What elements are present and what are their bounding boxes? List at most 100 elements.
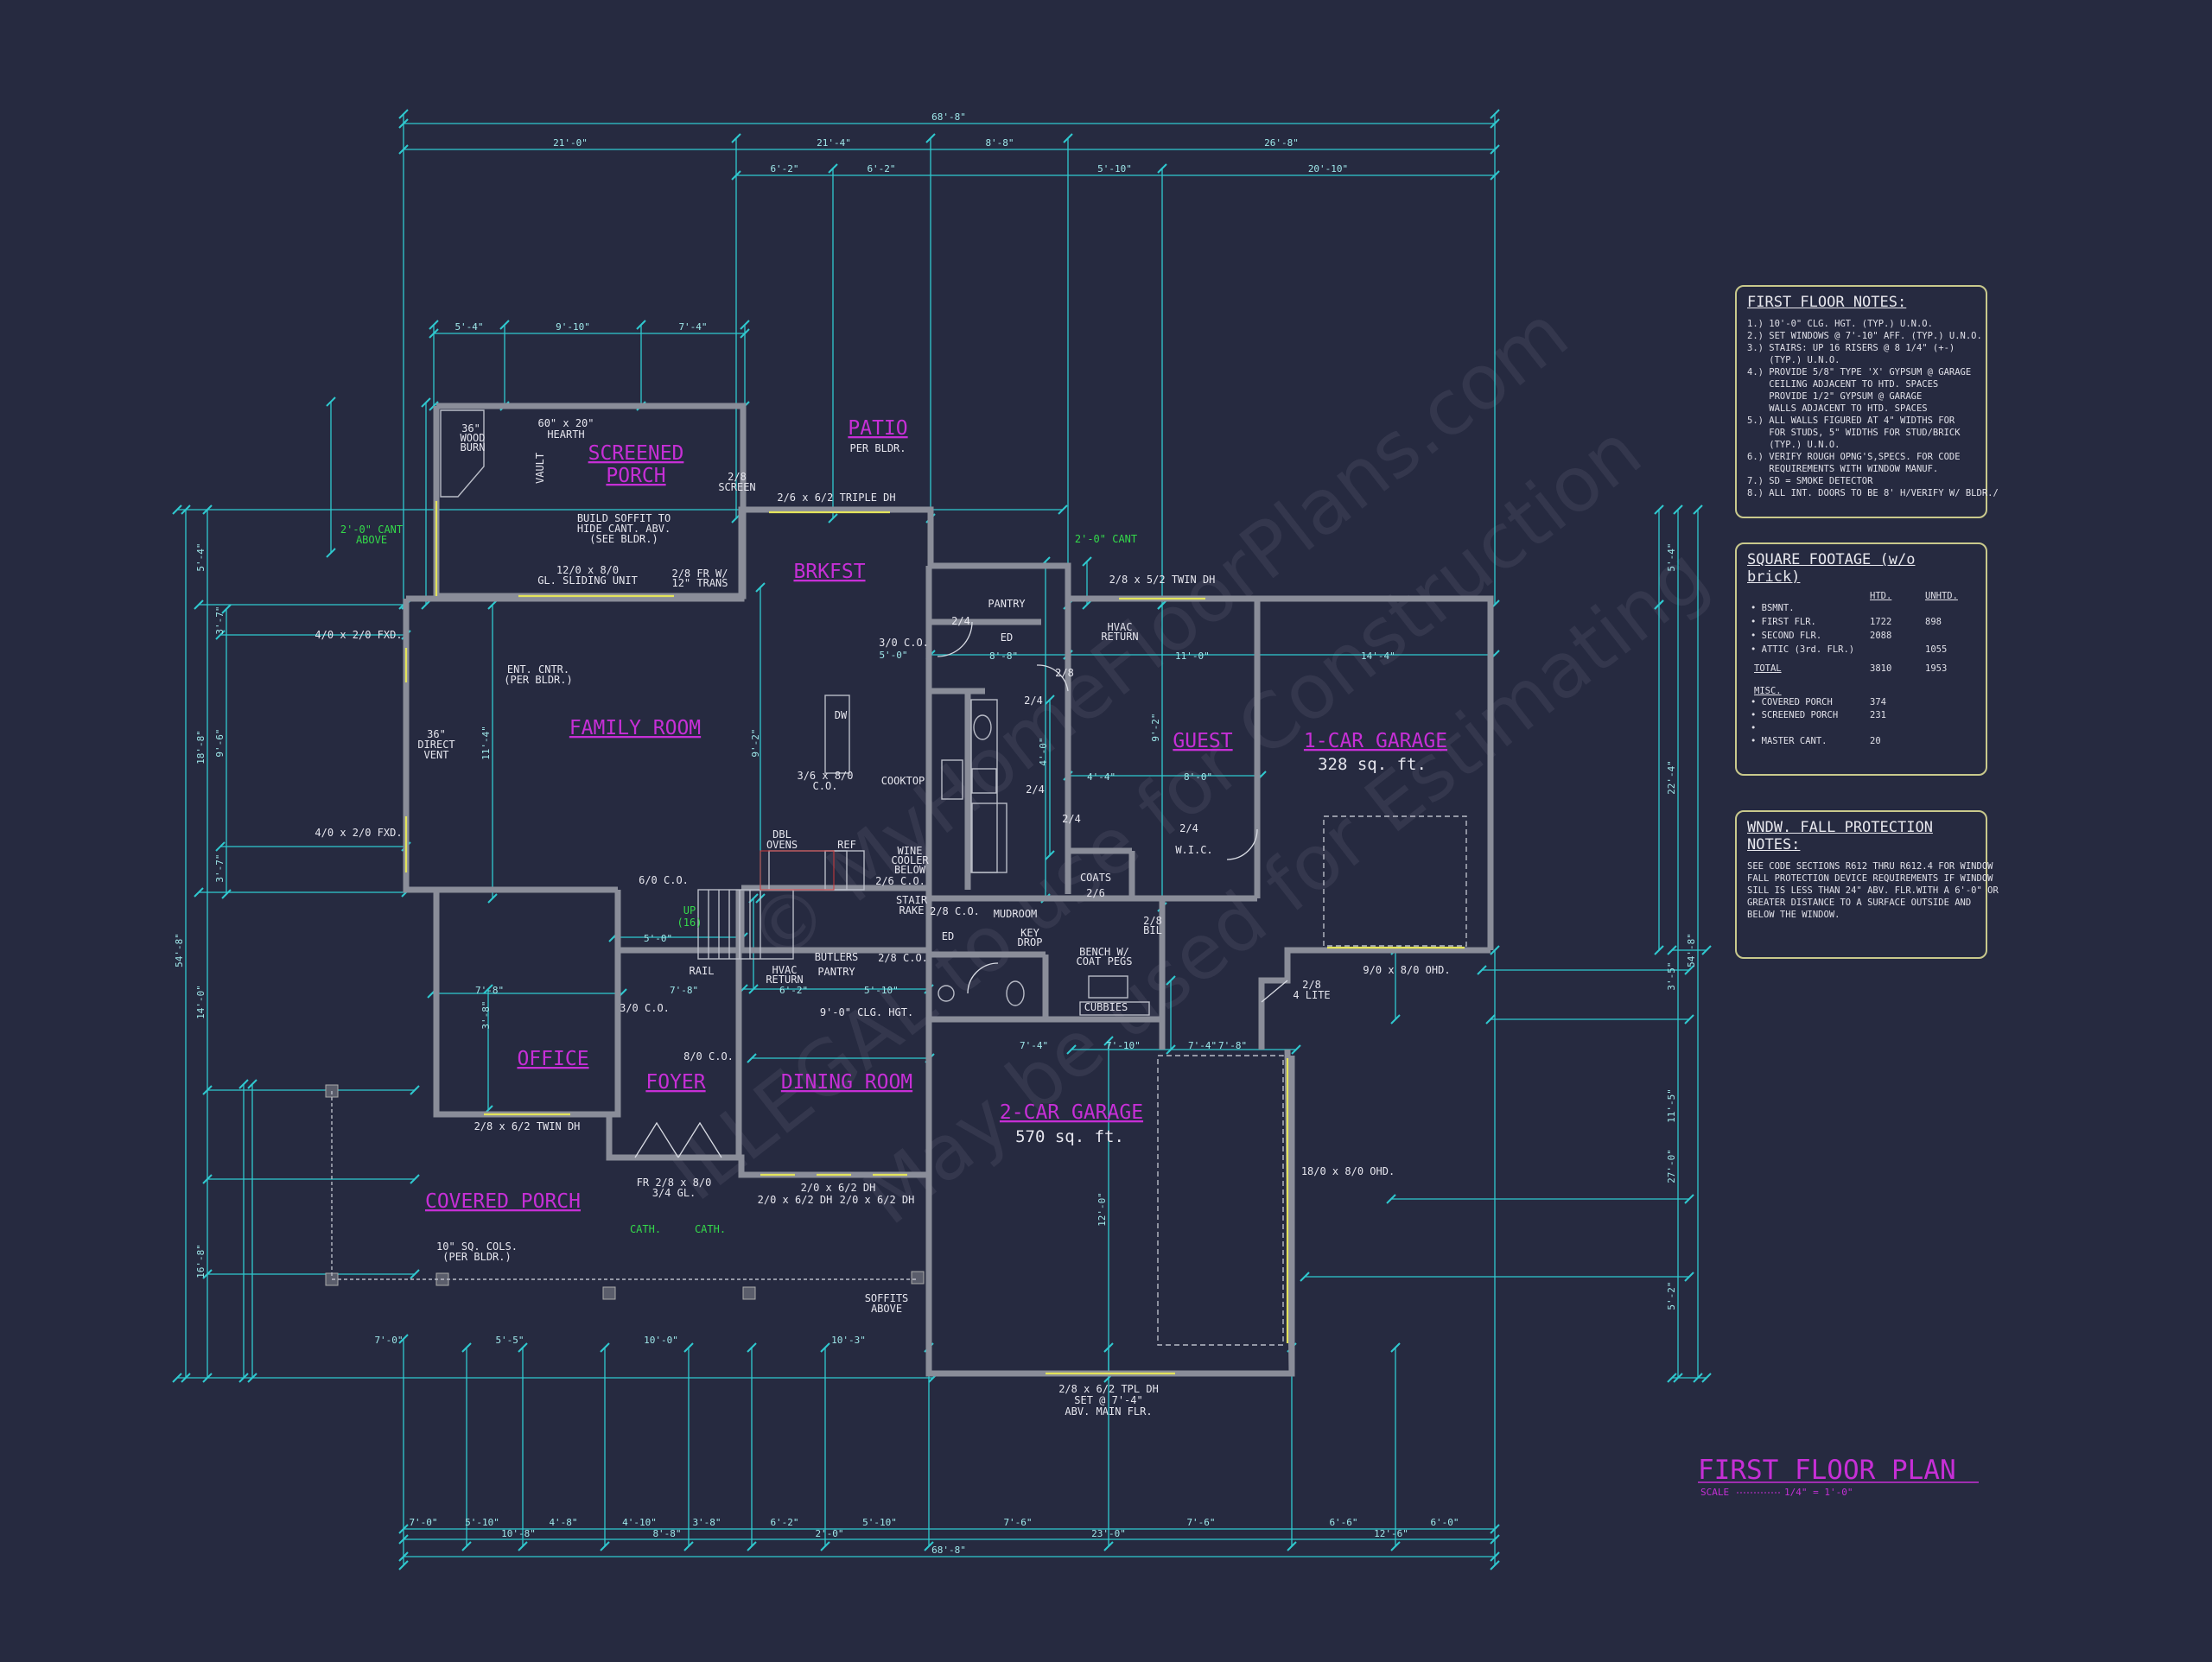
note-hearth-1: 60" x 20"	[537, 417, 594, 429]
dim-int-6: 14'-4"	[1361, 650, 1395, 662]
dimension-tick	[1654, 504, 1664, 515]
dim-left-sub-2: 9'-6"	[214, 728, 226, 757]
note-co-brkfst-1: 3/0 C.O.	[879, 637, 929, 649]
sqft-row-unhtd: 898	[1925, 617, 1942, 627]
note-cooktop: COOKTOP	[881, 775, 925, 787]
dimension-tick	[740, 320, 750, 330]
dimension-tick	[202, 1174, 213, 1184]
note-soffit-2: HIDE CANT. ABV.	[577, 523, 671, 535]
kitchen-island	[824, 695, 850, 774]
first-floor-note-line: 4.) PROVIDE 5/8" TYPE 'X' GYPSUM @ GARAG…	[1747, 367, 1972, 377]
dim-bot-4: 4'-10"	[622, 1517, 657, 1528]
note-door-24d: 2/4	[1062, 813, 1081, 825]
dimension-tick	[326, 548, 336, 558]
note-fr-door-2: 3/4 GL.	[652, 1187, 696, 1199]
dimension-tick	[1082, 556, 1092, 567]
room-butlers-2: PANTRY	[817, 966, 855, 978]
dim-int-1: 7'-4"	[1188, 1040, 1217, 1051]
note-cath-1: CATH.	[630, 1223, 661, 1235]
dimension-tick	[1490, 1560, 1500, 1570]
note-rail: RAIL	[690, 965, 715, 977]
note-door-26: 2/6	[1086, 887, 1105, 899]
room-foyer: FOYER	[645, 1071, 705, 1094]
dimension-tick	[1300, 1272, 1310, 1282]
dimension-tick	[410, 1269, 420, 1279]
dimension-tick	[247, 1373, 257, 1383]
dim-int-8: 8'-0"	[1184, 771, 1212, 783]
dim-int-18: 9'-2"	[1150, 713, 1161, 741]
window-fall-note-line: SEE CODE SECTIONS R612 THRU R612.4 FOR W…	[1747, 861, 1993, 872]
note-co-60: 6/0 C.O.	[639, 874, 689, 886]
note-wood-burn-2: WOOD	[461, 432, 486, 444]
powder-toilet	[1006, 980, 1025, 1006]
sqft-col-htd: HTD.	[1870, 591, 1892, 601]
dim-bot2-1: 10'-8"	[501, 1528, 536, 1539]
dimension-tick	[1166, 975, 1176, 986]
dimension-tick	[1082, 599, 1092, 610]
sqft-row-htd	[1870, 601, 1925, 615]
room-screened-porch-line-2: PORCH	[606, 465, 665, 487]
note-up-risers: (16)	[677, 917, 702, 929]
note-dh-1: 2/0 x 6/2 DH	[801, 1182, 876, 1194]
first-floor-note-line: 7.) SD = SMOKE DETECTOR	[1747, 476, 1873, 486]
note-dh-3: 2/0 x 6/2 DH	[840, 1194, 915, 1206]
dimension-tick	[238, 1079, 249, 1089]
porch-column-5	[742, 1286, 756, 1300]
dimension-tick	[1693, 504, 1703, 515]
dim-top2-4: 20'-10"	[1308, 163, 1348, 174]
dimension-tick	[398, 118, 409, 129]
window-fall-note-line: BELOW THE WINDOW.	[1747, 910, 1840, 920]
note-cols-2: (PER BLDR.)	[442, 1251, 511, 1263]
dimension-tick	[499, 320, 510, 330]
note-ref: REF	[837, 839, 856, 851]
sqft-row-unhtd: 1055	[1925, 644, 1948, 655]
dim-right-overall: 54'-8"	[1686, 933, 1697, 967]
note-co-kitchen-1: 3/6 x 8/0	[797, 770, 853, 782]
note-co-30: 3/0 C.O.	[620, 1002, 670, 1014]
dimension-tick	[518, 1342, 528, 1353]
note-soffit-3: (SEE BLDR.)	[589, 533, 658, 545]
dimension-tick	[1684, 1014, 1694, 1024]
first-floor-note-line: PROVIDE 1/2" GYPSUM @ GARAGE	[1747, 391, 1923, 402]
fireplace	[440, 409, 485, 498]
dimension-tick	[1386, 1194, 1396, 1204]
note-stair-rake-2: RAKE	[899, 904, 925, 917]
note-hvac-return-1: HVAC	[1108, 621, 1133, 633]
dim-left-sub-1: 3'-7"	[214, 606, 226, 634]
first-floor-note-line: 3.) STAIRS: UP 16 RISERS @ 8 1/4" (+-)	[1747, 343, 1955, 353]
dimension-tick	[461, 1541, 472, 1551]
sqft-misc-label: •	[1751, 723, 1757, 733]
dimension-tick	[1103, 1036, 1114, 1046]
room-covered-porch: COVERED PORCH	[425, 1190, 581, 1213]
note-door-28: 2/8	[1055, 667, 1074, 679]
dim-porch-2: 9'-10"	[556, 321, 590, 333]
dim-bot-7: 5'-10"	[862, 1517, 897, 1528]
note-dh-2: 2/0 x 6/2 DH	[758, 1194, 833, 1206]
dimension-tick	[1287, 1541, 1297, 1551]
square-footage-panel: SQUARE FOOTAGE (w/o brick) HTD. UNHTD. •…	[1735, 542, 1987, 776]
first-floor-note-line: 5.) ALL WALLS FIGURED AT 4" WIDTHS FOR	[1747, 416, 1955, 426]
dimension-tick	[1058, 504, 1068, 515]
dimension-tick	[215, 630, 226, 640]
dimension-tick	[398, 1334, 409, 1344]
dimension-tick	[398, 1551, 409, 1562]
sqft-row-unhtd	[1925, 629, 1975, 643]
sqft-misc-label: MISC.	[1754, 686, 1782, 696]
dim-bot2-4: 23'-0"	[1091, 1528, 1126, 1539]
dim-int-17: 9'-2"	[750, 728, 761, 757]
garage-1-sqft: 328 sq. ft.	[1318, 755, 1427, 774]
dim-top-overall: 68'-8"	[931, 111, 966, 123]
note-cant-right: 2'-0" CANT	[1075, 533, 1137, 545]
note-door-24a: 2/4	[951, 615, 970, 627]
note-triple-dh: 2/6 x 6/2 TRIPLE DH	[777, 492, 895, 504]
dimension-tick	[398, 1524, 409, 1534]
note-hearth-2: HEARTH	[547, 428, 584, 441]
sqft-row: • SECOND FLR.2088	[1747, 629, 1975, 643]
note-ent-cntr-1: ENT. CNTR.	[507, 663, 569, 676]
dimension-tick	[194, 599, 204, 610]
note-direct-vent-2: DIRECT	[417, 739, 454, 751]
sqft-misc-row: • MASTER CANT.20	[1747, 735, 1975, 748]
dimension-tick	[828, 513, 838, 523]
cubbies-box	[1079, 1001, 1150, 1016]
dim-top2-2: 6'-2"	[867, 163, 895, 174]
